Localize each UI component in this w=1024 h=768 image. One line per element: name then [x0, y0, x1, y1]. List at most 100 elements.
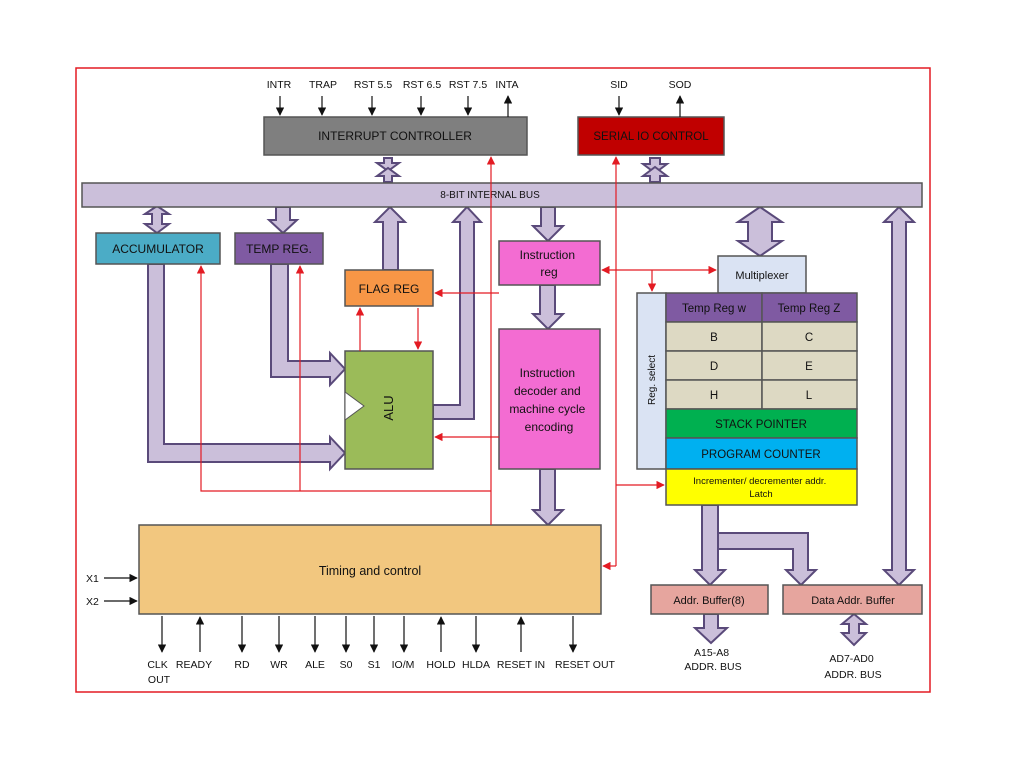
control-signal-arrows	[157, 616, 578, 653]
interrupt-bus-arrow	[373, 157, 403, 173]
decoder-line: decoder and	[514, 384, 581, 398]
signal-label: TRAP	[309, 79, 337, 91]
address-bus-line: ADDR. BUS	[684, 661, 741, 673]
signal-label: S1	[368, 659, 381, 671]
flag-bus-arrow	[372, 205, 408, 271]
decoder-line: encoding	[525, 420, 574, 434]
signal-label: RST 5.5	[354, 79, 392, 91]
inc-dec-latch-label: Incrementer/ decrementer addr. Latch	[693, 476, 829, 500]
internal-bus	[81, 182, 923, 208]
register-label: D	[710, 361, 718, 373]
alu-triangle	[344, 391, 365, 421]
bus-arrows	[141, 157, 917, 647]
address-bus-line: A15-A8	[694, 647, 729, 659]
data-bus-label: AD7-AD0 ADDR. BUS	[824, 653, 881, 681]
accumulator-alu-arrow	[147, 263, 347, 472]
temp-reg-w-label: Temp Reg w	[682, 303, 747, 315]
data-bus-line: ADDR. BUS	[824, 669, 881, 681]
signal-label: RST 6.5	[403, 79, 441, 91]
reg-select-label: Reg. select	[647, 355, 658, 405]
interrupt-signal-labels: INTR TRAP RST 5.5 RST 6.5 RST 7.5 INTA	[267, 79, 519, 91]
stack-pointer-label: STACK POINTER	[715, 419, 807, 431]
outer-frame	[75, 67, 931, 693]
inc-dec-latch-cell	[665, 468, 858, 506]
latch-addr-buffer-arrow	[692, 504, 728, 587]
signal-label: S0	[340, 659, 353, 671]
accumulator-label: ACCUMULATOR	[112, 242, 204, 256]
register-label: C	[805, 332, 813, 344]
flag-reg-label: FLAG REG	[359, 282, 420, 296]
address-bus-arrow	[692, 613, 730, 645]
signal-label: READY	[176, 659, 212, 671]
program-counter-label: PROGRAM COUNTER	[701, 449, 820, 461]
control-signal-labels: CLK OUT READY RD WR ALE S0 S1 IO/M HOLD …	[147, 659, 615, 686]
timing-control-label: Timing and control	[319, 564, 421, 578]
data-addr-buffer-label: Data Addr. Buffer	[811, 595, 895, 607]
temp-reg-alu-arrow	[270, 263, 347, 388]
register-file: Temp Reg w Temp Reg Z B C D E H L STACK …	[665, 292, 858, 506]
interrupt-controller-block	[263, 116, 528, 156]
accumulator-bus-arrow	[141, 204, 173, 235]
instruction-reg-label: Instruction reg	[520, 248, 579, 279]
register-label: H	[710, 390, 718, 402]
data-addr-buffer-block	[782, 584, 923, 615]
signal-label: RESET OUT	[555, 659, 615, 671]
address-bus-label: A15-A8 ADDR. BUS	[684, 647, 741, 673]
decoder-line: Instruction	[520, 366, 575, 380]
signal-label: HOLD	[426, 659, 456, 671]
addr-buffer-label: Addr. Buffer(8)	[673, 595, 744, 607]
clock-input-arrows	[104, 573, 138, 606]
accumulator-block	[95, 232, 221, 265]
temp-reg-label: TEMP REG.	[246, 242, 312, 256]
clock-input-labels: X1 X2	[86, 573, 99, 608]
register-cell	[665, 321, 763, 352]
signal-label-line: OUT	[148, 674, 171, 686]
temp-reg-bus-arrow	[266, 206, 300, 235]
data-bus-line: AD7-AD0	[829, 653, 874, 665]
signal-label: SOD	[669, 79, 692, 91]
interrupt-signal-arrows	[275, 95, 513, 117]
signal-label: WR	[270, 659, 288, 671]
data-buffer-bus-arrow	[881, 205, 917, 587]
signal-label: ALE	[305, 659, 325, 671]
temp-reg-w-cell	[665, 292, 763, 323]
data-bus-arrow	[839, 612, 869, 647]
addr-buffer-block	[650, 584, 769, 615]
signal-label: INTR	[267, 79, 292, 91]
alu-output-arrow	[432, 205, 484, 420]
signal-label: CLK OUT	[147, 659, 170, 686]
decoder-line: machine cycle	[509, 402, 585, 416]
signal-label: X1	[86, 573, 99, 585]
red-line-accumulator	[196, 265, 491, 492]
instruction-decoder-block	[498, 328, 601, 470]
latch-line: Incrementer/ decrementer addr.	[693, 476, 826, 487]
alu-label: ALU	[381, 395, 396, 420]
register-cell	[761, 350, 858, 381]
register-cell	[761, 379, 858, 410]
instruction-decoder-label: Instruction decoder and machine cycle en…	[509, 366, 588, 434]
serial-signal-labels: SID SOD	[610, 79, 692, 91]
temp-reg-block	[234, 232, 324, 265]
instruction-reg-line: reg	[540, 265, 557, 279]
timing-control-block	[138, 524, 602, 615]
interrupt-controller-label: INTERRUPT CONTROLLER	[318, 129, 472, 143]
multiplexer-bus-arrow	[734, 205, 786, 258]
serial-io-label: SERIAL IO CONTROL	[593, 131, 709, 143]
decoder-timing-arrow	[530, 468, 566, 527]
multiplexer-label: Multiplexer	[735, 270, 789, 282]
register-cell	[761, 321, 858, 352]
instruction-reg-block	[498, 240, 601, 286]
signal-label: RD	[234, 659, 250, 671]
signal-label: SID	[610, 79, 628, 91]
register-cell	[665, 379, 763, 410]
ir-decoder-arrow	[530, 284, 566, 331]
serial-bus-arrow	[640, 157, 670, 175]
register-label: L	[806, 390, 813, 402]
temp-reg-z-label: Temp Reg Z	[778, 303, 841, 315]
register-label: E	[805, 361, 813, 373]
stack-pointer-cell	[665, 408, 858, 439]
serial-signal-arrows	[614, 95, 685, 117]
serial-io-block	[577, 116, 725, 156]
latch-data-buffer-arrow	[717, 532, 819, 587]
